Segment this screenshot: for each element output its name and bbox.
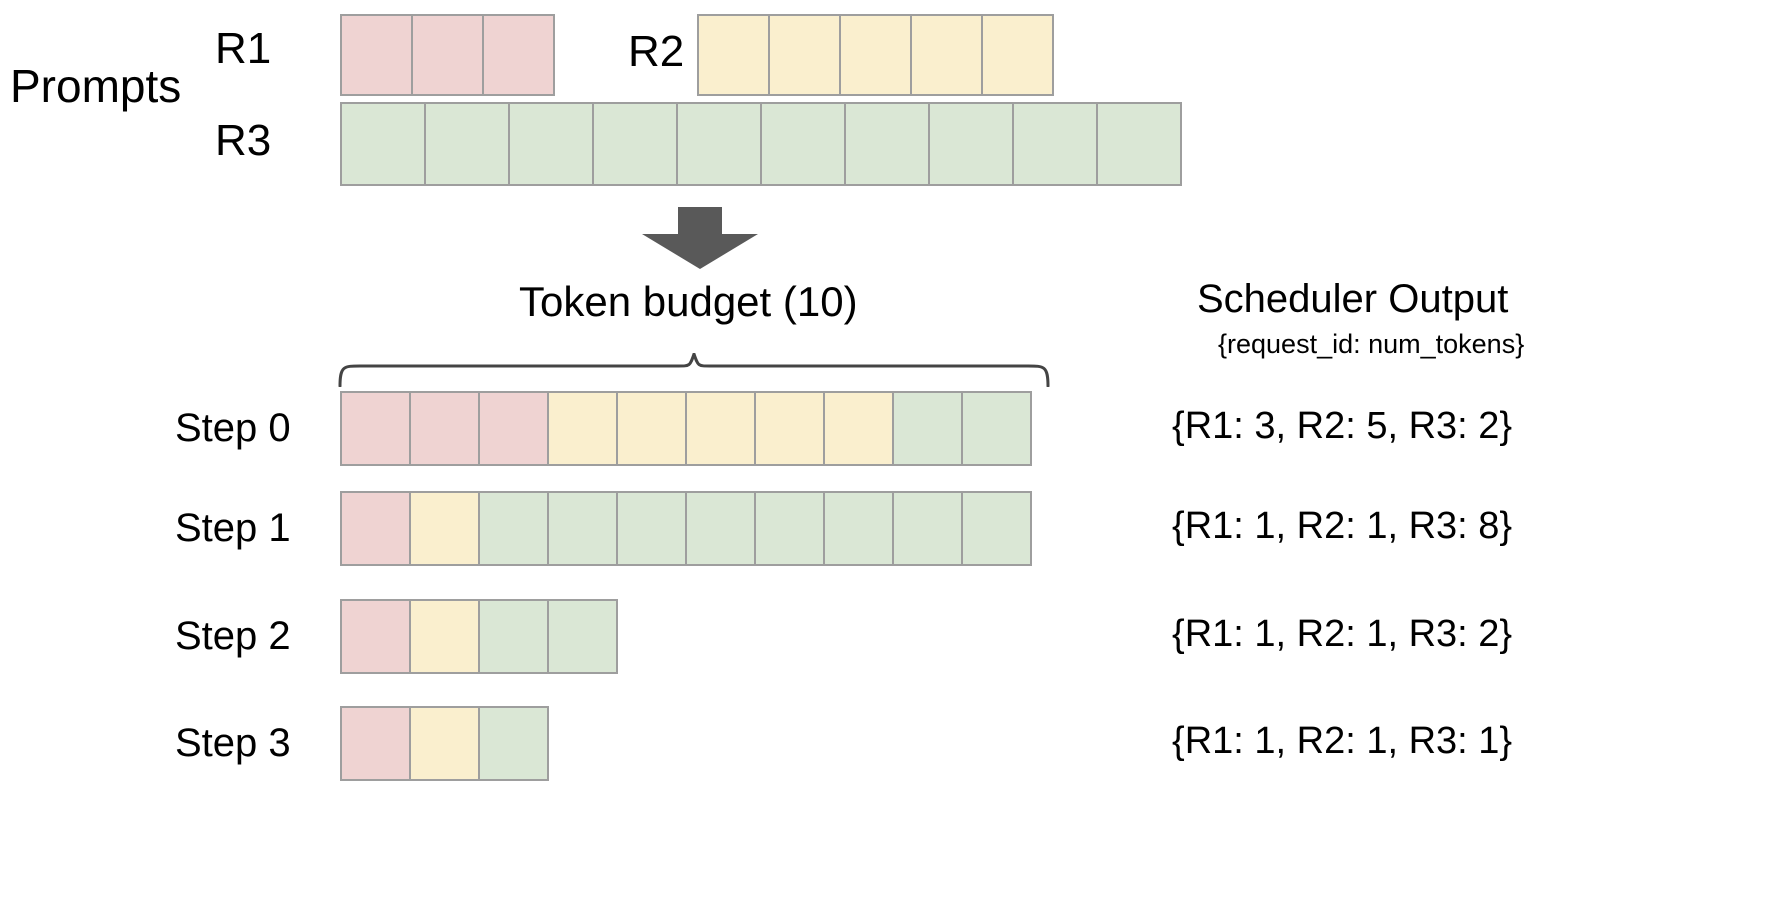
token-cell-r1 [340, 14, 413, 96]
token-cell-r2 [981, 14, 1054, 96]
token-cell-r3 [685, 491, 756, 566]
token-cell-r3 [616, 491, 687, 566]
token-cell-r3 [823, 491, 894, 566]
token-cell-r1 [478, 391, 549, 466]
prompts-section-label: Prompts [10, 60, 182, 112]
scheduler-output-title: Scheduler Output [1197, 277, 1509, 321]
token-cell-r3 [340, 102, 426, 186]
token-cell-r1 [340, 706, 411, 781]
token-cell-r3 [676, 102, 762, 186]
request-label-r3: R3 [215, 116, 272, 165]
token-cell-r3 [547, 491, 618, 566]
token-cell-r1 [409, 391, 480, 466]
step-label-0: Step 0 [175, 406, 291, 450]
step-row-2 [340, 599, 618, 674]
token-cell-r2 [409, 599, 480, 674]
token-cell-r2 [910, 14, 983, 96]
token-cell-r2 [839, 14, 912, 96]
scheduler-output-2: {R1: 1, R2: 1, R3: 2} [1172, 613, 1513, 655]
token-cell-r3 [892, 491, 963, 566]
token-cell-r2 [823, 391, 894, 466]
token-cell-r1 [340, 599, 411, 674]
token-cell-r1 [340, 491, 411, 566]
token-cell-r3 [754, 491, 825, 566]
step-row-1 [340, 491, 1032, 566]
token-cell-r3 [508, 102, 594, 186]
scheduler-output-0: {R1: 3, R2: 5, R3: 2} [1172, 405, 1513, 447]
curly-brace-icon [338, 349, 1050, 388]
token-cell-r3 [1096, 102, 1182, 186]
scheduler-output-1: {R1: 1, R2: 1, R3: 8} [1172, 505, 1513, 547]
token-cell-r3 [547, 599, 618, 674]
step-label-2: Step 2 [175, 614, 291, 658]
token-cell-r2 [409, 491, 480, 566]
token-cell-r3 [592, 102, 678, 186]
token-cell-r3 [478, 706, 549, 781]
token-cell-r3 [961, 391, 1032, 466]
token-cell-r3 [478, 491, 549, 566]
prompt-row-r2 [697, 14, 1054, 96]
request-label-r1: R1 [215, 24, 272, 73]
step-row-0 [340, 391, 1032, 466]
prompt-row-r1 [340, 14, 555, 96]
token-cell-r2 [409, 706, 480, 781]
token-cell-r3 [478, 599, 549, 674]
token-cell-r2 [697, 14, 770, 96]
token-cell-r1 [340, 391, 411, 466]
step-label-1: Step 1 [175, 506, 291, 550]
token-cell-r1 [411, 14, 484, 96]
token-cell-r3 [760, 102, 846, 186]
step-label-3: Step 3 [175, 721, 291, 765]
token-cell-r2 [547, 391, 618, 466]
step-row-3 [340, 706, 549, 781]
token-cell-r3 [1012, 102, 1098, 186]
request-label-r2: R2 [628, 27, 685, 76]
token-cell-r3 [844, 102, 930, 186]
scheduler-output-subtitle: {request_id: num_tokens} [1218, 329, 1525, 359]
token-cell-r3 [424, 102, 510, 186]
prompt-row-r3 [340, 102, 1182, 186]
token-cell-r2 [616, 391, 687, 466]
down-arrow-icon [640, 207, 760, 269]
token-cell-r2 [754, 391, 825, 466]
token-cell-r3 [928, 102, 1014, 186]
token-budget-label: Token budget (10) [519, 278, 858, 325]
token-cell-r1 [482, 14, 555, 96]
token-cell-r2 [768, 14, 841, 96]
scheduler-output-3: {R1: 1, R2: 1, R3: 1} [1172, 720, 1513, 762]
token-cell-r3 [892, 391, 963, 466]
token-cell-r3 [961, 491, 1032, 566]
token-cell-r2 [685, 391, 756, 466]
